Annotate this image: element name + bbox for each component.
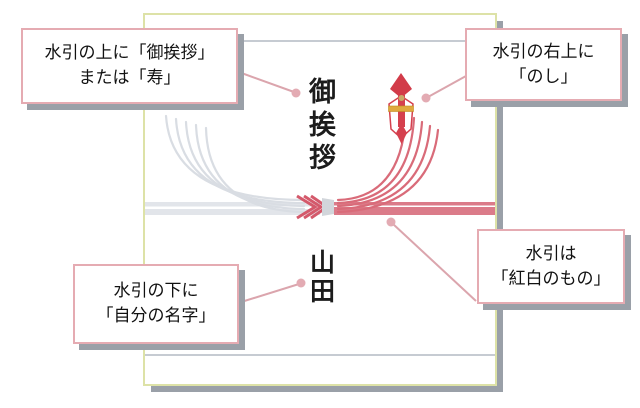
callout-text-line: 水引の右上に	[492, 41, 595, 62]
callout-noshi-position: 水引の右上に 「のし」	[465, 28, 622, 101]
mizuhiki-red-band	[334, 202, 495, 215]
callout-text-line: または「寿」	[78, 68, 181, 88]
callout-text-line: 「紅白のもの」	[491, 268, 611, 289]
mizuhiki-white-band	[145, 202, 320, 215]
callout-above-mizuhiki: 水引の上に「御挨拶」 または「寿」	[21, 28, 238, 104]
title-char: 挨	[309, 110, 336, 141]
title-calligraphy: 御 挨 拶	[300, 76, 345, 175]
callout-text-line: 水引の上に「御挨拶」	[44, 43, 215, 64]
callout-text-line: 「自分の名字」	[96, 306, 216, 326]
callout-text-line: 水引の下に	[113, 281, 199, 302]
paper-fold-top-line	[145, 40, 495, 42]
paper-fold-bottom-line	[145, 354, 495, 356]
title-char: 拶	[309, 143, 336, 174]
name-char: 山	[309, 248, 335, 277]
callout-below-mizuhiki: 水引の下に 「自分の名字」	[73, 264, 239, 344]
name-char: 田	[309, 277, 335, 306]
title-char: 御	[309, 77, 336, 108]
callout-text-line: 水引は	[525, 243, 577, 264]
callout-mizuhiki-color: 水引は 「紅白のもの」	[477, 229, 625, 304]
name-calligraphy: 山 田	[300, 248, 345, 306]
callout-text-line: 「のし」	[509, 66, 578, 87]
